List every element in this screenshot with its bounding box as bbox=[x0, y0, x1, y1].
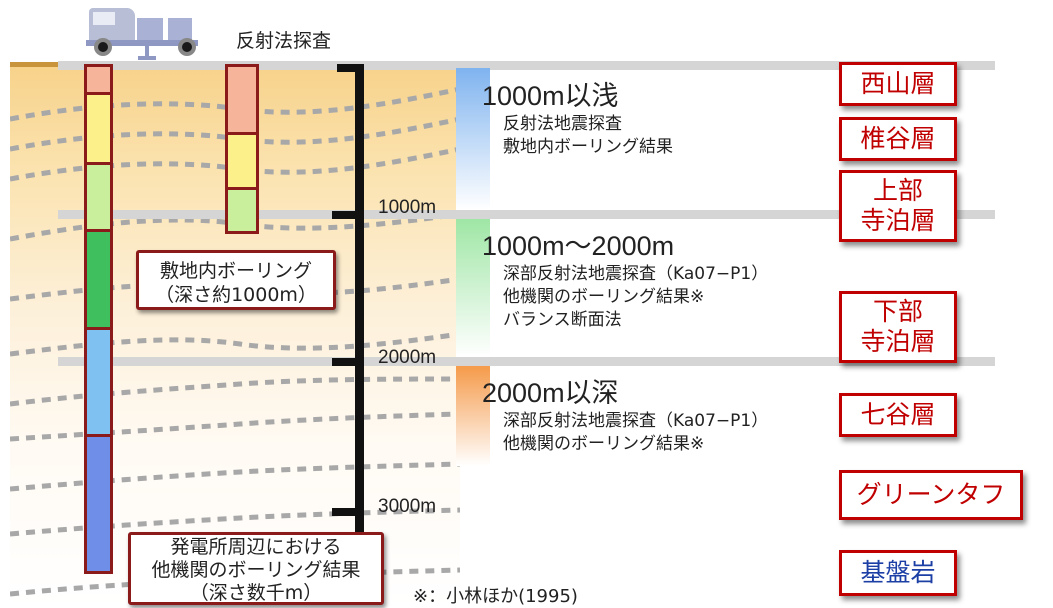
range-shallow: 1000m以浅 反射法地震探査 敷地内ボーリング結果 bbox=[482, 74, 673, 159]
onsite-boring-line2: （深さ約1000m） bbox=[155, 284, 317, 306]
range-method: 他機関のボーリング結果※ bbox=[503, 434, 705, 454]
onsite-boring-box: 敷地内ボーリング （深さ約1000m） bbox=[136, 250, 336, 310]
depth-tick bbox=[332, 508, 364, 516]
formation-green-tuff: グリーンタフ bbox=[839, 470, 1023, 520]
other-boring-line2: 他機関のボーリング結果 bbox=[151, 559, 361, 581]
range-title: 1000m以浅 bbox=[482, 81, 619, 111]
depth-tick bbox=[332, 358, 364, 366]
boring-segment bbox=[87, 330, 110, 437]
surface-guide-line bbox=[58, 61, 995, 70]
onsite-boring-column bbox=[225, 64, 259, 234]
range-method: 他機関のボーリング結果※ bbox=[503, 287, 705, 307]
formation-upper-teradomari: 上部 寺泊層 bbox=[839, 170, 957, 242]
range-method: 敷地内ボーリング結果 bbox=[503, 137, 673, 157]
depth-2000-guide-line bbox=[58, 357, 995, 366]
other-boring-column bbox=[84, 64, 113, 574]
depth-tick bbox=[332, 211, 364, 219]
boring-segment bbox=[87, 165, 110, 232]
range-method: バランス断面法 bbox=[503, 310, 622, 330]
boring-segment bbox=[228, 135, 256, 190]
boring-segment bbox=[87, 95, 110, 165]
boring-segment bbox=[87, 67, 110, 95]
truck-label: 反射法探査 bbox=[236, 30, 332, 52]
range-title: 2000m以深 bbox=[482, 378, 619, 408]
formation-shiiya: 椎谷層 bbox=[839, 117, 957, 161]
formation-nanatani: 七谷層 bbox=[839, 393, 957, 437]
formation-basement: 基盤岩 bbox=[839, 550, 957, 596]
range-gradient-shallow bbox=[456, 68, 490, 210]
range-method: 深部反射法地震探査（Ka07−P1） bbox=[503, 411, 769, 431]
depth-tick bbox=[337, 64, 355, 72]
depth-label-2000: 2000m bbox=[378, 347, 437, 368]
boring-segment bbox=[87, 232, 110, 330]
formation-lower-teradomari: 下部 寺泊層 bbox=[839, 291, 957, 363]
range-middle: 1000m～2000m 深部反射法地震探査（Ka07−P1） 他機関のボーリング… bbox=[482, 224, 768, 332]
range-gradient-deep bbox=[456, 366, 490, 466]
range-deep: 2000m以深 深部反射法地震探査（Ka07−P1） 他機関のボーリング結果※ bbox=[482, 371, 768, 456]
other-boring-line3: （深さ数千m） bbox=[189, 582, 323, 604]
other-boring-line1: 発電所周辺における bbox=[170, 536, 342, 558]
depth-label-3000: 3000m bbox=[378, 496, 437, 517]
range-method: 深部反射法地震探査（Ka07−P1） bbox=[503, 264, 769, 284]
boring-segment bbox=[228, 67, 256, 135]
onsite-boring-line1: 敷地内ボーリング bbox=[159, 260, 312, 282]
range-title: 1000m～2000m bbox=[482, 231, 675, 261]
formation-nishiyama: 西山層 bbox=[839, 62, 957, 106]
range-gradient-middle bbox=[456, 219, 490, 357]
depth-label-1000: 1000m bbox=[378, 197, 437, 218]
depth-1000-guide-line bbox=[58, 210, 995, 219]
footnote: ※：小林ほか(1995) bbox=[413, 586, 578, 607]
boring-segment bbox=[228, 190, 256, 231]
boring-segment bbox=[87, 437, 110, 571]
range-method: 反射法地震探査 bbox=[503, 114, 622, 134]
other-boring-box: 発電所周辺における 他機関のボーリング結果 （深さ数千m） bbox=[128, 532, 384, 605]
depth-scale-line bbox=[355, 64, 364, 548]
